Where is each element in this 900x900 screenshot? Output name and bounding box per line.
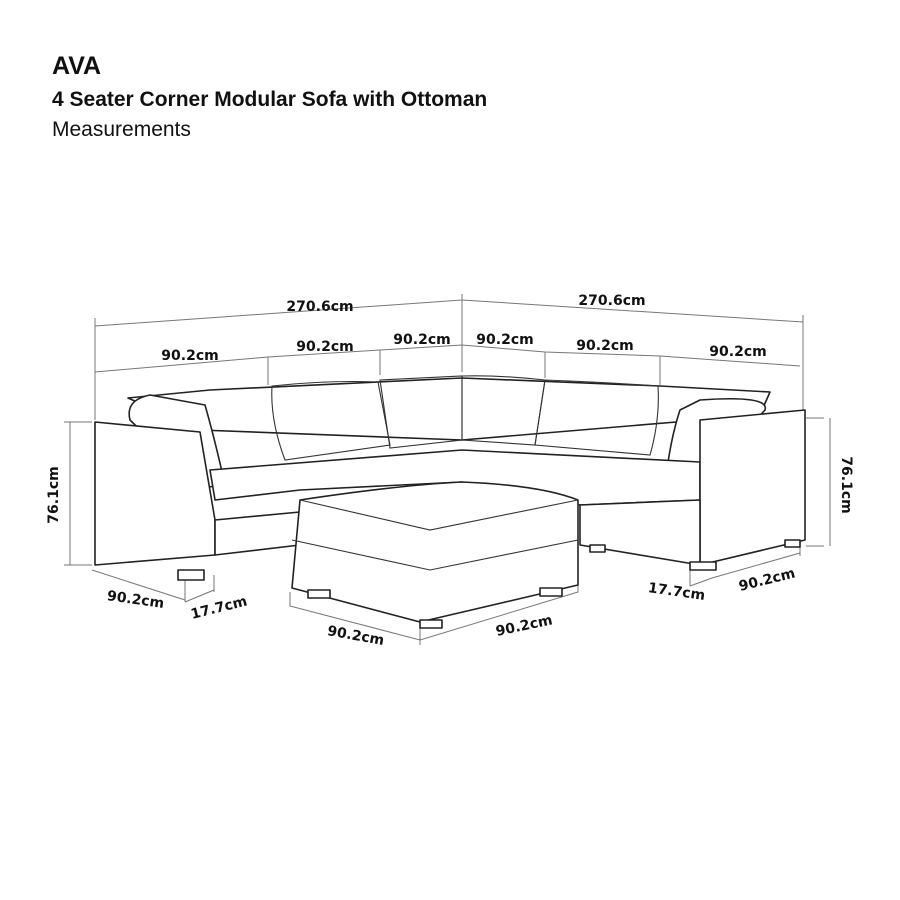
dim-left-seat-1: 90.2cm — [161, 348, 218, 364]
sofa-drawing — [94, 375, 806, 629]
dim-left-depth: 90.2cm — [106, 588, 165, 612]
dim-right-seat-1: 90.2cm — [476, 332, 533, 348]
dim-right-seat-2: 90.2cm — [576, 338, 633, 354]
dim-right-leg: 17.7cm — [647, 580, 706, 604]
dim-left-height: 76.1cm — [46, 466, 62, 523]
dim-right-height: 76.1cm — [838, 456, 854, 513]
dim-left-seat-3: 90.2cm — [393, 332, 450, 348]
dim-right-seat-3: 90.2cm — [709, 344, 766, 360]
dim-left-seat-2: 90.2cm — [296, 339, 353, 355]
dim-right-depth: 90.2cm — [737, 565, 797, 594]
dim-right-total: 270.6cm — [578, 293, 645, 309]
dim-left-total: 270.6cm — [286, 299, 353, 315]
product-title: 4 Seater Corner Modular Sofa with Ottoma… — [52, 88, 488, 111]
dim-ottoman-depth: 90.2cm — [494, 612, 554, 640]
subtitle: Measurements — [52, 118, 191, 141]
brand-title: AVA — [52, 52, 102, 80]
dim-left-leg: 17.7cm — [189, 593, 249, 622]
dimension-lines — [64, 294, 831, 645]
dim-ottoman-width: 90.2cm — [326, 623, 385, 649]
